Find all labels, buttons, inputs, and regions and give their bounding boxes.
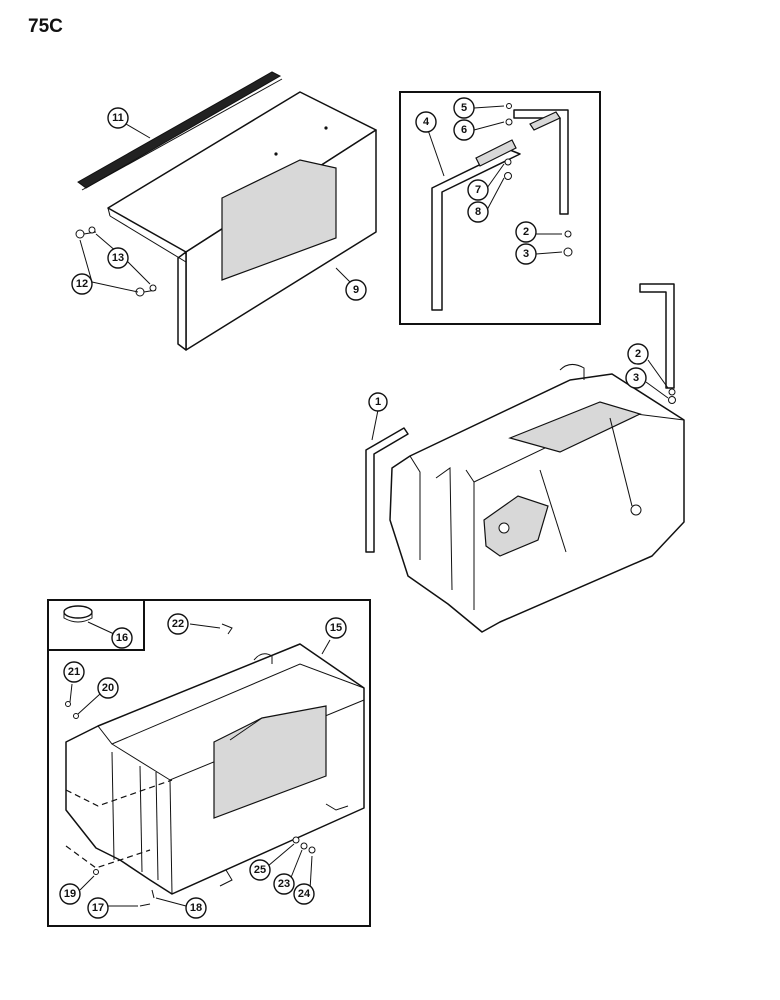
callout-3: 3 <box>515 243 537 265</box>
cap-inset-box <box>48 600 145 651</box>
callout-12: 12 <box>71 273 93 295</box>
callout-20: 20 <box>97 677 119 699</box>
svg-text:19: 19 <box>64 888 76 900</box>
svg-text:7: 7 <box>475 184 481 196</box>
callout-8: 8 <box>467 201 489 223</box>
svg-text:21: 21 <box>68 666 80 678</box>
filler-cap <box>63 605 115 635</box>
callout-6: 6 <box>453 119 475 141</box>
strap-assembly <box>427 103 573 311</box>
callout-2: 2 <box>515 221 537 243</box>
svg-text:8: 8 <box>475 206 481 218</box>
callout-21: 21 <box>63 661 85 683</box>
callout-25: 25 <box>249 859 271 881</box>
callout-1: 1 <box>368 392 388 412</box>
shield-panel-assembly <box>75 71 377 351</box>
callout-4: 4 <box>415 111 437 133</box>
svg-text:3: 3 <box>633 372 639 384</box>
callout-2: 2 <box>627 343 649 365</box>
svg-text:12: 12 <box>76 278 88 290</box>
callout-23: 23 <box>273 873 295 895</box>
callout-16: 16 <box>111 627 133 649</box>
seal-strip <box>77 71 282 189</box>
callout-15: 15 <box>325 617 347 639</box>
svg-text:2: 2 <box>523 226 529 238</box>
strap-detail-box <box>399 91 601 325</box>
svg-text:9: 9 <box>353 284 359 296</box>
svg-text:22: 22 <box>172 618 184 630</box>
callout-17: 17 <box>87 897 109 919</box>
svg-text:6: 6 <box>461 124 467 136</box>
svg-text:15: 15 <box>330 622 342 634</box>
tank-sectional-view <box>65 623 365 907</box>
svg-text:17: 17 <box>92 902 104 914</box>
svg-text:4: 4 <box>423 116 430 128</box>
callout-22: 22 <box>167 613 189 635</box>
svg-text:13: 13 <box>112 252 124 264</box>
callout-24: 24 <box>293 883 315 905</box>
svg-text:2: 2 <box>635 348 641 360</box>
fuel-tank-assembly <box>365 283 685 633</box>
callout-7: 7 <box>467 179 489 201</box>
svg-text:18: 18 <box>190 902 202 914</box>
svg-text:16: 16 <box>116 632 128 644</box>
callout-13: 13 <box>107 247 129 269</box>
page-title: 75C <box>28 16 63 37</box>
callout-19: 19 <box>59 883 81 905</box>
callout-5: 5 <box>453 97 475 119</box>
svg-text:11: 11 <box>112 112 124 124</box>
svg-text:24: 24 <box>298 888 311 900</box>
svg-text:5: 5 <box>461 102 467 114</box>
callout-9: 9 <box>345 279 367 301</box>
svg-text:1: 1 <box>375 396 381 408</box>
bolt-hardware <box>75 226 157 297</box>
svg-text:23: 23 <box>278 878 290 890</box>
bottom-leaders <box>69 623 331 907</box>
svg-text:20: 20 <box>102 682 114 694</box>
shield-panel-flange <box>177 251 187 351</box>
callout-11: 11 <box>107 107 129 129</box>
svg-text:3: 3 <box>523 248 529 260</box>
callout-18: 18 <box>185 897 207 919</box>
callout-3: 3 <box>625 367 647 389</box>
shield-panel-opening <box>221 159 337 281</box>
tank-detail-box <box>47 599 371 927</box>
svg-text:25: 25 <box>254 864 266 876</box>
